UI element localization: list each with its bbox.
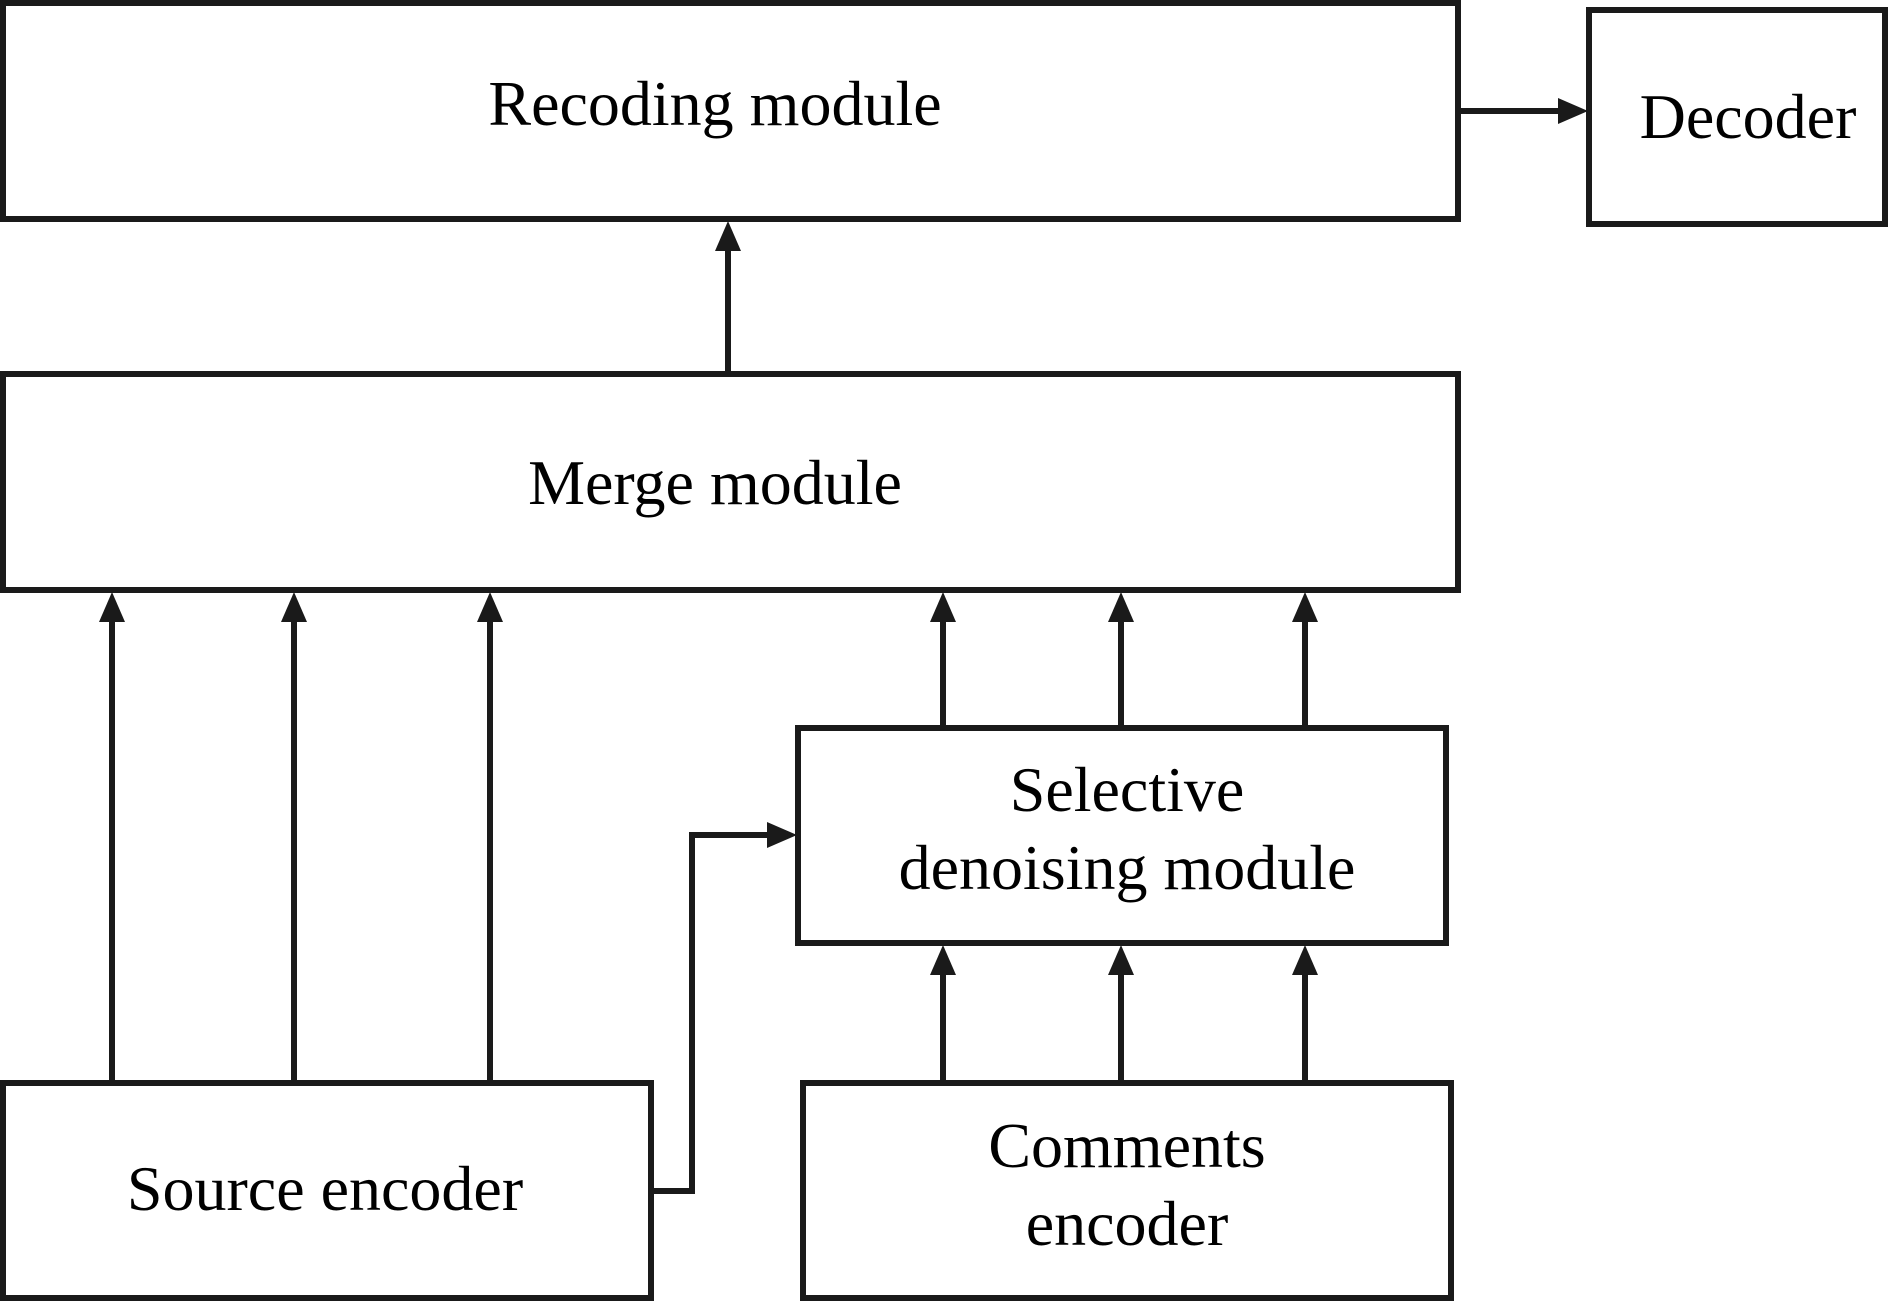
selective-denoising-label-line2: denoising module: [899, 832, 1356, 903]
edge-selective-merge-2-arrowhead: [1108, 592, 1134, 622]
decoder-box: [1586, 7, 1888, 227]
selective-denoising-label-line1: Selective: [1010, 754, 1245, 825]
connectors: [99, 98, 1588, 1194]
decoder-label: Decoder: [1640, 81, 1857, 152]
edge-selective-merge-1-arrowhead: [930, 592, 956, 622]
node-recoding: Recoding module: [0, 0, 1461, 222]
edge-comments-selective-2-arrowhead: [1108, 945, 1134, 975]
comments-encoder-label-line1: Comments: [988, 1110, 1265, 1181]
source-encoder-box: [0, 1080, 654, 1301]
edge-merge-recoding-arrowhead: [715, 221, 741, 251]
edge-source-selective-line: [651, 832, 770, 1194]
edge-selective-merge-3-arrowhead: [1292, 592, 1318, 622]
node-merge: Merge module: [0, 371, 1461, 593]
merge-module-label: Merge module: [528, 447, 902, 518]
selective-denoising-box: [795, 725, 1449, 946]
node-comments: Comments encoder: [800, 1080, 1454, 1301]
node-source: Source encoder: [0, 1080, 654, 1301]
node-selective: Selective denoising module: [795, 725, 1449, 946]
recoding-module-box: [0, 0, 1461, 222]
edge-source-merge-1-arrowhead: [99, 592, 125, 622]
comments-encoder-label-line2: encoder: [1026, 1188, 1229, 1259]
comments-encoder-box: [800, 1080, 1454, 1301]
node-decoder: Decoder: [1586, 7, 1888, 227]
edge-source-merge-3-arrowhead: [477, 592, 503, 622]
edge-source-merge-2-arrowhead: [281, 592, 307, 622]
edge-comments-selective-1-arrowhead: [930, 945, 956, 975]
source-encoder-label: Source encoder: [127, 1153, 523, 1224]
edge-recoding-decoder-arrowhead: [1558, 98, 1588, 124]
edge-comments-selective-3-arrowhead: [1292, 945, 1318, 975]
edge-source-selective-arrowhead: [767, 822, 797, 848]
recoding-module-label: Recoding module: [488, 68, 941, 139]
